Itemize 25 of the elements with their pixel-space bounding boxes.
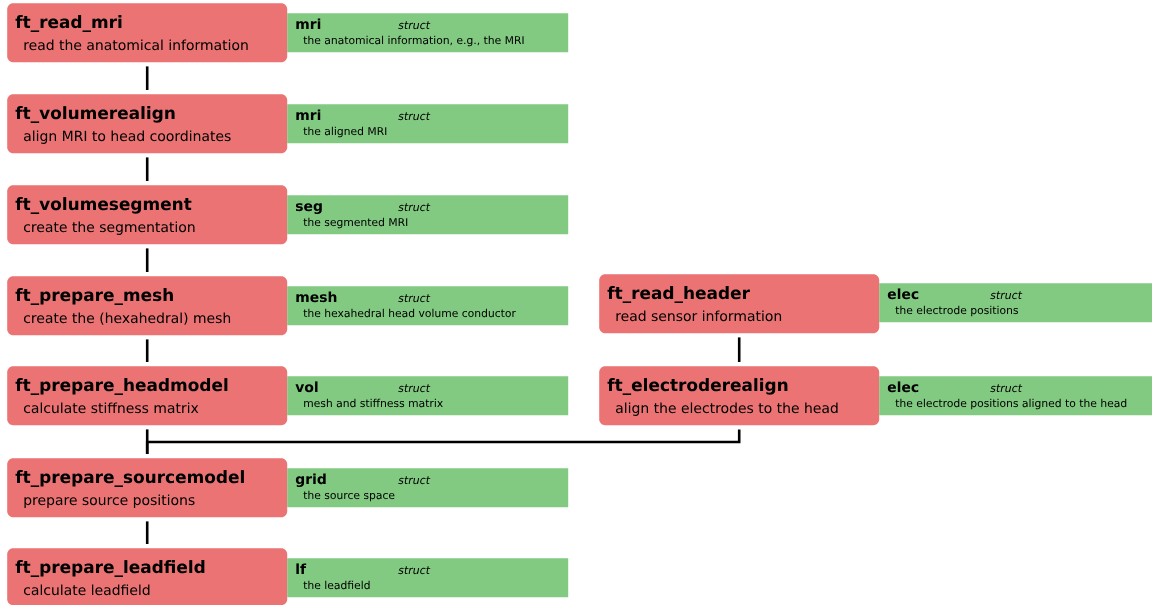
output-box: seg struct the segmented MRI <box>287 195 569 235</box>
output-box: mesh struct the hexahedral head volume conductor <box>287 286 569 326</box>
function-box: ft_prepare_mesh create the (hexahedral) mesh <box>7 276 288 336</box>
function-box: ft_volumerealign align MRI to head coordinates <box>7 94 288 154</box>
function-box: ft_volumesegment create the segmentation <box>7 185 288 245</box>
connector-line <box>145 157 149 181</box>
output-box: vol struct mesh and stiffness matrix <box>287 376 569 416</box>
function-box: ft_prepare_sourcemodel prepare source positions <box>7 458 288 518</box>
output-box: mri struct the anatomical information, e.g., the MRI <box>287 13 569 53</box>
function-box: ft_prepare_headmodel calculate stiffness matrix <box>7 366 288 426</box>
connector-line <box>145 339 149 362</box>
function-box: ft_read_mri read the anatomical information <box>7 3 288 63</box>
output-box: elec struct the electrode positions aligned to the head <box>879 376 1152 416</box>
function-box: ft_prepare_leadfield calculate leadfield <box>7 548 288 605</box>
output-box: lf struct the leadfield <box>287 558 569 598</box>
connector-line <box>145 248 149 272</box>
output-box: grid struct the source space <box>287 468 569 508</box>
function-box: ft_read_header read sensor information <box>599 274 880 334</box>
connector-line <box>145 429 741 454</box>
connector-line <box>145 66 149 90</box>
connector-line <box>737 337 741 362</box>
output-box: elec struct the electrode positions <box>879 283 1152 323</box>
output-box: mri struct the aligned MRI <box>287 104 569 144</box>
function-box: ft_electroderealign align the electrodes to the head <box>599 366 880 426</box>
connector-line <box>145 521 149 544</box>
